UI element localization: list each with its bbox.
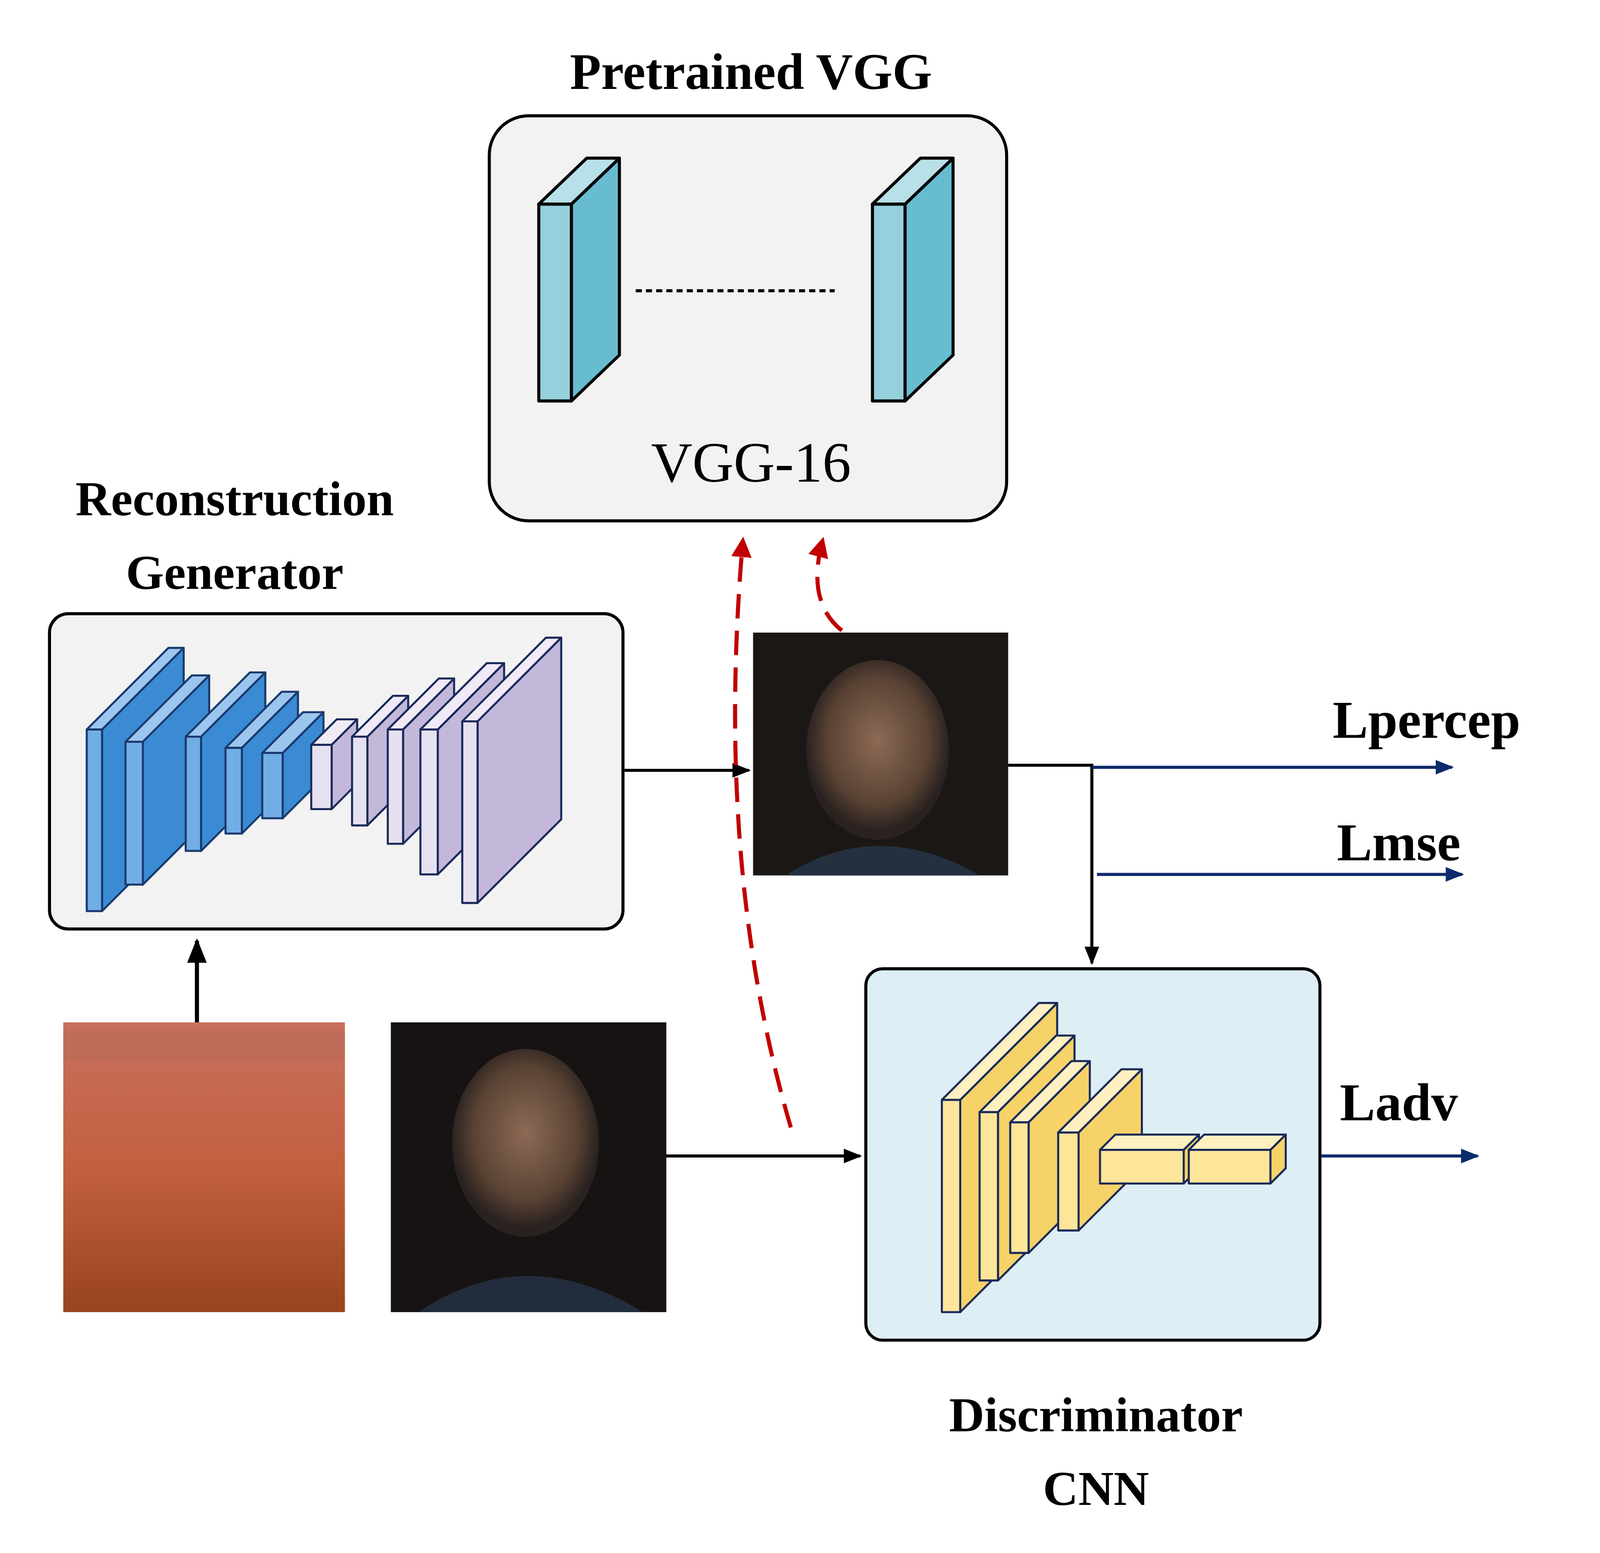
vgg-box: Pretrained VGGVGG-16 — [487, 114, 1009, 523]
loss-label: Ladv — [1340, 1071, 1458, 1136]
box-heading: Discriminator CNN — [912, 1378, 1280, 1526]
generator-box: Reconstruction Generator — [48, 612, 625, 931]
real-face-image — [390, 1022, 666, 1313]
loss-label: Lpercep — [1332, 688, 1521, 753]
discriminator-box: Discriminator CNN — [864, 967, 1322, 1342]
perceptual-feature-arrows — [734, 540, 842, 1128]
loss-label: Lmse — [1336, 811, 1461, 875]
box-heading: Reconstruction Generator — [10, 462, 460, 609]
spectrogram-image — [63, 1022, 346, 1313]
model-name: VGG-16 — [490, 419, 1012, 506]
generated-face-image — [753, 632, 1009, 876]
box-heading: Pretrained VGG — [429, 33, 1073, 111]
